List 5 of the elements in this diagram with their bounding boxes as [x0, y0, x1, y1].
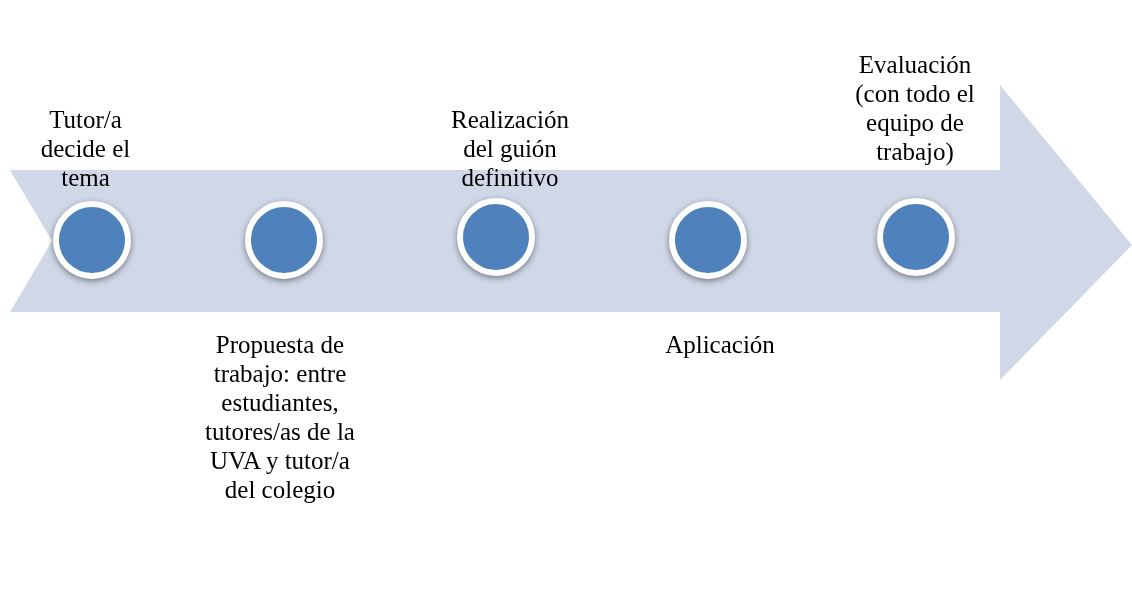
step-label: Realización del guión definitivo [450, 105, 570, 192]
step-label: Aplicación [664, 330, 776, 359]
step-label: Propuesta de trabajo: entre estudiantes, tutores/as de la UVA y tutor/a del colegio [204, 330, 356, 504]
step-label: Evaluación (con todo el equipo de trabajo) [854, 50, 976, 166]
step-label: Tutor/a decide el tema [39, 105, 132, 192]
